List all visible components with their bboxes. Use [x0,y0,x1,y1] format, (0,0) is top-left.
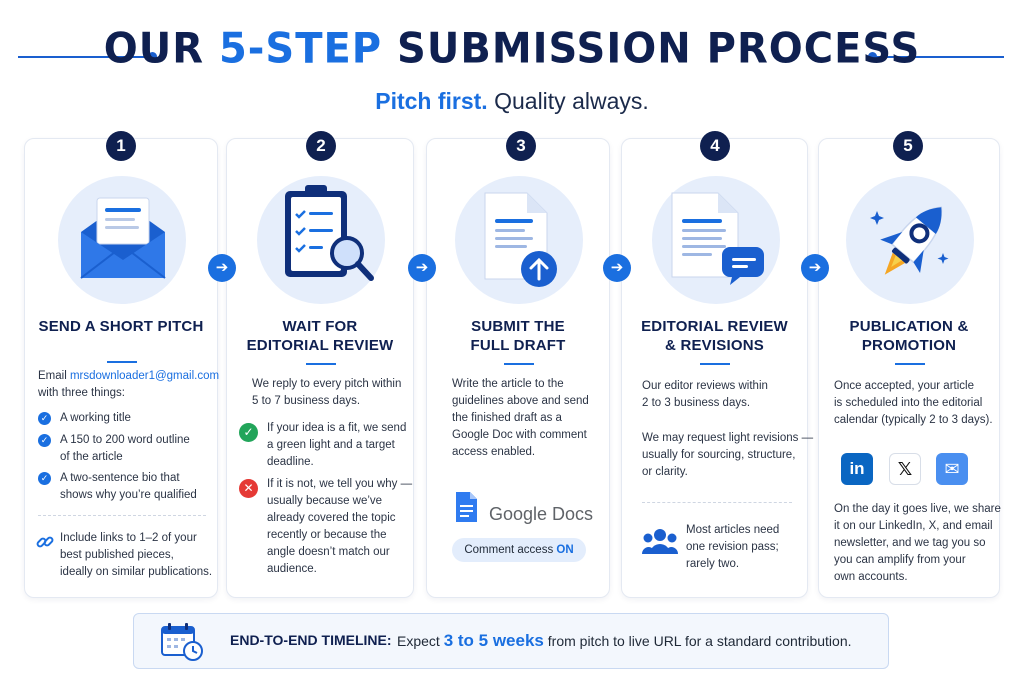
contact-email-link[interactable]: mrsdownloader1@gmail.com [69,370,220,382]
step-number-1: 1 [106,131,136,161]
step-1-title: SEND A SHORT PITCH [38,318,204,335]
step-1-intro: Email mrsdownloader1@gmail.com with thre… [38,370,220,399]
header-rule-left [18,56,150,58]
step-5-title: PUBLICATION &PROMOTION [849,318,969,354]
document-chat-icon [671,192,764,285]
title-underline [504,363,534,365]
x-icon[interactable]: 𝕏 [889,453,921,485]
step-2-no: If it is not, we tell you why —usually b… [267,478,413,575]
step-number-4: 4 [700,131,730,161]
check-icon: ✓ [38,412,51,425]
divider [38,515,206,516]
title-underline [895,363,925,365]
clipboard-search-icon [285,185,374,281]
linkedin-icon[interactable]: in [841,453,873,485]
divider [642,502,792,503]
step-4-title: EDITORIAL REVIEW& REVISIONS [641,318,788,354]
approved-check-icon: ✓ [239,423,258,442]
google-docs-icon [456,492,477,522]
page-subtitle: Pitch first. Quality always. [375,88,649,114]
step-number-5: 5 [893,131,923,161]
email-icon[interactable]: ✉ [936,453,968,485]
comment-access-badge: Comment access ON [452,538,586,562]
rejected-x-icon: ✕ [239,479,258,498]
document-upload-icon [484,192,557,287]
link-icon [36,536,54,548]
next-arrow-icon: ➔ [603,254,631,282]
page-title: OUR 5-STEP SUBMISSION PROCESS [103,24,921,74]
step-4-body-2: We may request light revisions —usually … [642,432,814,478]
step-card-5: PUBLICATION &PROMOTION Once accepted, yo… [818,138,1001,598]
title-underline [107,361,137,363]
check-icon: ✓ [38,472,51,485]
timeline-banner: END-TO-END TIMELINE: Expect 3 to 5 weeks… [133,613,889,669]
header-dot-left [148,52,157,61]
header-rule-right [874,56,1004,58]
timeline-label: END-TO-END TIMELINE: [230,632,392,648]
title-underline [306,363,336,365]
step-number-3: 3 [506,131,536,161]
next-arrow-icon: ➔ [801,254,829,282]
step-number-2: 2 [306,131,336,161]
timeline-text: Expect 3 to 5 weeks from pitch to live U… [397,631,852,650]
google-docs-label: Google Docs [489,504,594,524]
calendar-clock-icon [161,623,203,661]
step-card-1: SEND A SHORT PITCH Email mrsdownloader1@… [24,138,220,598]
envelope-icon [80,197,166,279]
next-arrow-icon: ➔ [208,254,236,282]
rocket-icon [870,206,949,275]
requirement-item: A working title [60,412,131,424]
header-dot-right [868,52,877,61]
step-card-4: EDITORIAL REVIEW& REVISIONS Our editor r… [621,138,813,598]
next-arrow-icon: ➔ [408,254,436,282]
title-underline [700,363,730,365]
check-icon: ✓ [38,434,51,447]
people-icon [642,529,678,554]
